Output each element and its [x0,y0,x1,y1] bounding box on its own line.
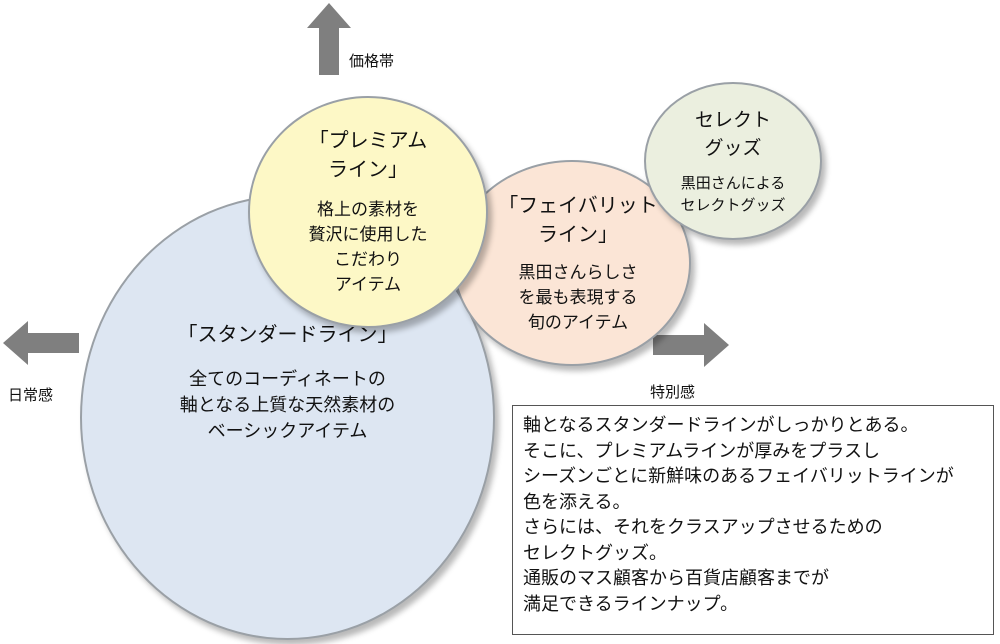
description-line: さらには、それをクラスアップさせるための [523,517,883,538]
description-box: 軸となるスタンダードラインがしっかりとある。 そこに、プレミアムラインが厚みをプ… [512,405,994,635]
axis-label-special: 特別感 [650,383,696,401]
description-line: 通販のマス顧客から百貨店顧客までが [523,568,829,589]
description-line: 満足できるラインナップ。 [523,593,739,615]
select-goods-title: セレクト グッズ [694,109,771,159]
favorite-line-title: 「フェイバリット ライン」 [498,192,658,246]
arrow-up-icon [307,3,351,75]
favorite-line-circle: 「フェイバリット ライン」 黒田さんらしさ を最も表現する 旬のアイテム [453,160,691,366]
arrow-right-icon [653,323,729,367]
standard-line-body: 全てのコーディネートの 軸となる上質な天然素材の ベーシックアイテム [179,369,396,442]
favorite-line-body: 黒田さんらしさ を最も表現する 旬のアイテム [518,262,638,333]
description-line: そこに、プレミアムラインが厚みをプラスし [523,440,880,462]
description-line: 色を添える。 [523,491,631,513]
premium-line-body: 格上の素材を 贅沢に使用した こだわり アイテム [308,200,428,295]
select-goods-body: 黒田さんによる セレクトグッズ [680,174,786,214]
axis-label-everyday: 日常感 [8,386,54,404]
premium-line-title: 「プレミアム ライン」 [308,128,428,181]
select-goods-circle: セレクト グッズ 黒田さんによる セレクトグッズ [644,82,822,240]
description-line: セレクトグッズ。 [523,542,667,564]
axis-label-price: 価格帯 [349,52,395,70]
premium-line-circle: 「プレミアム ライン」 格上の素材を 贅沢に使用した こだわり アイテム [248,96,488,328]
arrow-left-icon [3,321,79,365]
description-line: 軸となるスタンダードラインがしっかりとある。 [523,415,919,436]
description-line: シーズンごとに新鮮味のあるフェイバリットラインが [523,466,954,487]
